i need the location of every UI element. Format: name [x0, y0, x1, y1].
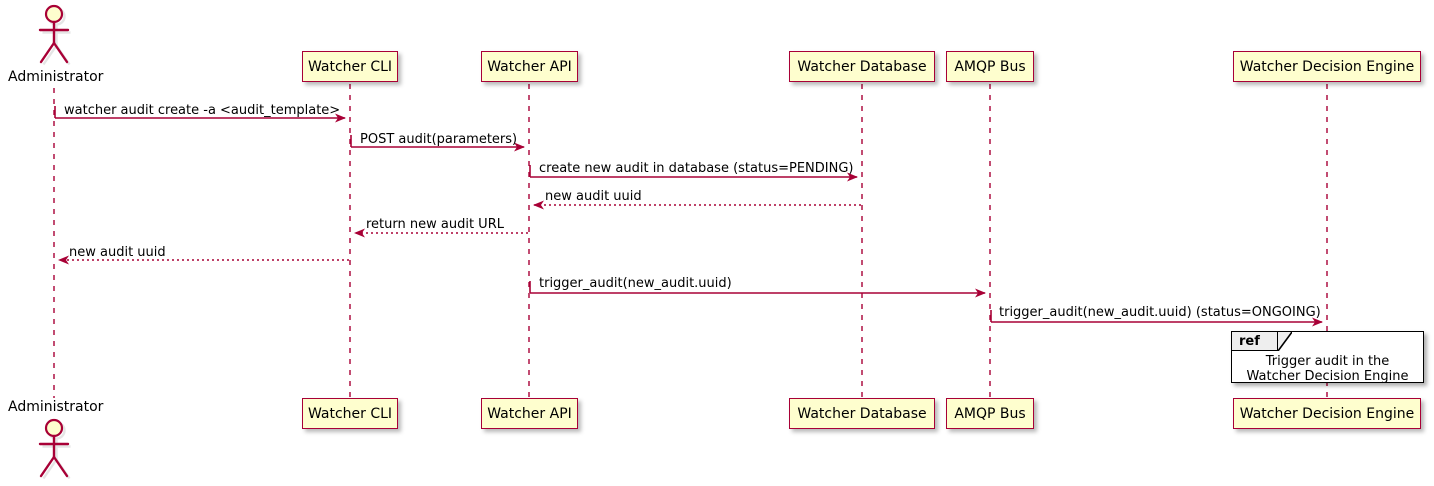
ref-fragment-tab-corner-icon [1278, 332, 1292, 351]
participant-watcher-database-top[interactable]: Watcher Database [789, 51, 935, 82]
participant-watcher-decision-engine-bottom[interactable]: Watcher Decision Engine [1233, 398, 1421, 429]
participant-watcher-api-bottom[interactable]: Watcher API [481, 398, 578, 429]
message-label-4: new audit uuid [545, 189, 642, 204]
participant-label: Watcher API [487, 58, 572, 75]
participant-label: Watcher Database [797, 405, 927, 422]
participant-watcher-api-top[interactable]: Watcher API [481, 51, 578, 82]
participant-label: AMQP Bus [954, 405, 1026, 422]
message-stub-group [54, 106, 992, 322]
participant-watcher-database-bottom[interactable]: Watcher Database [789, 398, 935, 429]
message-arrow-group [55, 113, 1323, 327]
ref-fragment-line-1: Trigger audit in the [1265, 354, 1390, 369]
message-label-2: POST audit(parameters) [360, 132, 518, 147]
message-label-7: trigger_audit(new_audit.uuid) [539, 276, 732, 291]
actor-administrator-bottom [38, 418, 71, 480]
ref-fragment-trigger-audit: ref Trigger audit in the Watcher Decisio… [1231, 331, 1424, 384]
message-label-5: return new audit URL [366, 217, 504, 232]
actor-label-administrator-top: Administrator [8, 69, 104, 85]
participant-label: Watcher Decision Engine [1239, 405, 1415, 422]
participant-watcher-cli-top[interactable]: Watcher CLI [302, 51, 398, 82]
participant-label: Watcher Decision Engine [1239, 58, 1415, 75]
ref-fragment-line-2: Watcher Decision Engine [1246, 369, 1409, 384]
lifeline-group [53, 84, 1328, 398]
message-label-1: watcher audit create -a <audit_template> [64, 103, 341, 118]
actor-label-administrator-bottom: Administrator [8, 399, 104, 415]
participant-amqp-bus-top[interactable]: AMQP Bus [946, 51, 1034, 82]
participant-amqp-bus-bottom[interactable]: AMQP Bus [946, 398, 1034, 429]
participant-label: Watcher Database [797, 58, 927, 75]
participant-watcher-decision-engine-top[interactable]: Watcher Decision Engine [1233, 51, 1421, 82]
participant-watcher-cli-bottom[interactable]: Watcher CLI [302, 398, 398, 429]
ref-fragment-tab-label: ref [1232, 332, 1278, 351]
participant-label: Watcher API [487, 405, 572, 422]
participant-label: Watcher CLI [307, 58, 393, 75]
participant-label: Watcher CLI [307, 405, 393, 422]
message-label-8: trigger_audit(new_audit.uuid) (status=ON… [999, 305, 1321, 320]
participant-label: AMQP Bus [954, 58, 1026, 75]
actor-administrator-top [38, 4, 71, 66]
message-label-6: new audit uuid [69, 245, 166, 260]
ref-fragment-body: Trigger audit in the Watcher Decision En… [1232, 354, 1423, 384]
message-label-3: create new audit in database (status=PEN… [539, 161, 854, 176]
